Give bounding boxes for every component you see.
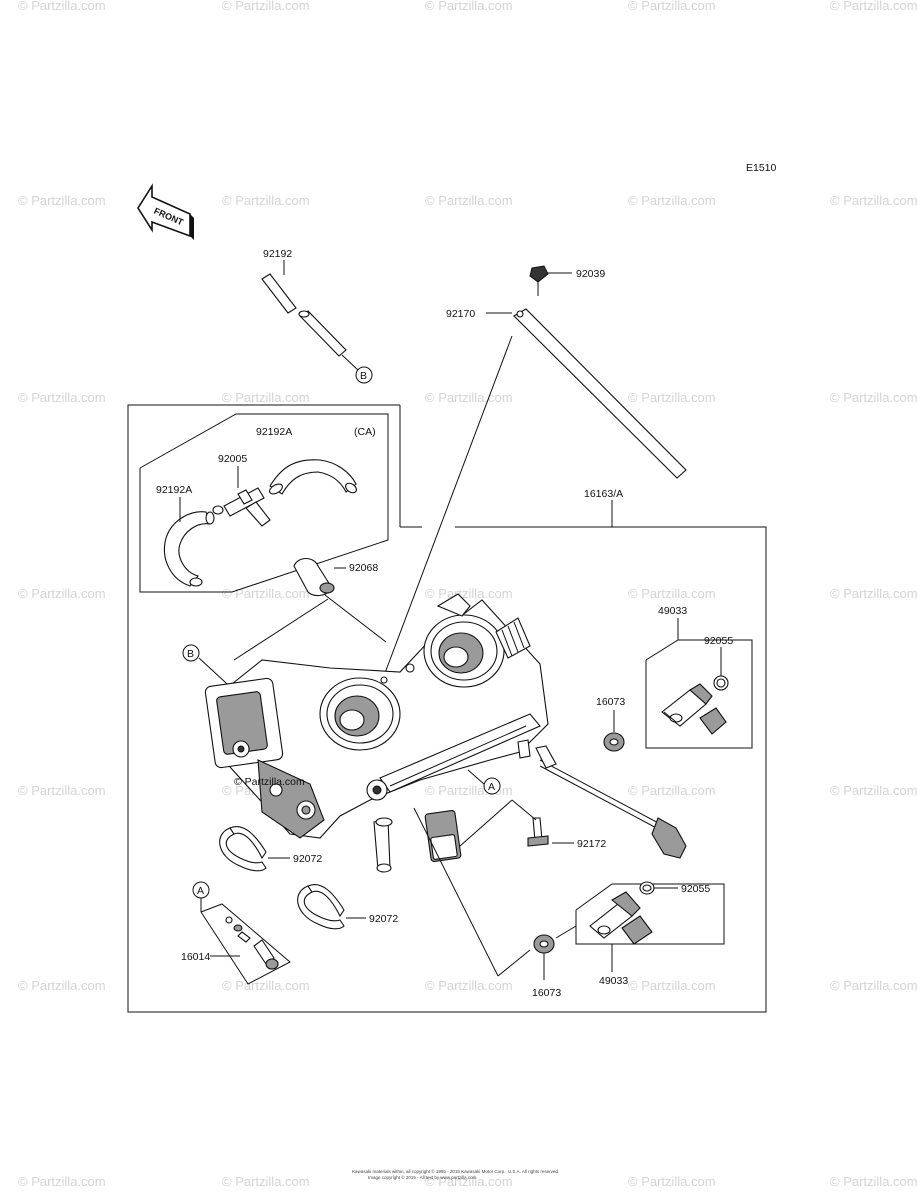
leader-line (413, 807, 499, 977)
part-label-92192: 92192 (263, 248, 292, 260)
watermark: © Partzilla.com (18, 586, 106, 601)
watermark: © Partzilla.com (18, 0, 106, 13)
watermark: © Partzilla.com (830, 0, 917, 13)
ref-marker-a-label: A (197, 885, 204, 897)
clamp-92072-a (219, 826, 290, 872)
watermark: © Partzilla.com (628, 978, 716, 993)
injector-bottom (589, 881, 678, 972)
injector-frame-bottom (575, 883, 725, 945)
part-label-92055-bot: 92055 (681, 883, 710, 895)
watermark: © Partzilla.com (628, 1174, 716, 1189)
watermark: © Partzilla.com (425, 978, 513, 993)
part-label-16014: 16014 (181, 951, 210, 963)
ref-marker-a-body-label: A (488, 781, 495, 793)
watermark: © Partzilla.com (628, 0, 716, 13)
cap-92068 (233, 557, 387, 661)
washer-16073-bot (533, 934, 555, 980)
ca-hoses (163, 459, 357, 587)
watermark: © Partzilla.com (18, 390, 106, 405)
part-label-16073-top: 16073 (596, 696, 625, 708)
washer-16073-top (603, 710, 625, 752)
part-label-92072-b: 92072 (369, 913, 398, 925)
part-label-92172: 92172 (577, 838, 606, 850)
part-label-92192A-left: 92192A (156, 484, 192, 496)
part-label-92170: 92170 (446, 308, 475, 320)
watermark: © Partzilla.com (18, 193, 106, 208)
part-label-92192A-top: 92192A (256, 426, 292, 438)
injector-frame-top (645, 639, 753, 749)
bolt-92039 (529, 265, 572, 296)
watermark: © Partzilla.com (425, 586, 513, 601)
watermark: © Partzilla.com (628, 390, 716, 405)
watermark: © Partzilla.com (222, 0, 310, 13)
screw-92172 (459, 799, 574, 847)
watermark: © Partzilla.com (830, 390, 917, 405)
watermark-inline: © Partzilla.com (234, 776, 305, 788)
screw-set-frame (200, 903, 291, 985)
watermark: © Partzilla.com (222, 1174, 310, 1189)
watermark: © Partzilla.com (830, 586, 917, 601)
injector-top (661, 647, 729, 735)
ca-hose-frame (139, 413, 389, 593)
watermark: © Partzilla.com (830, 978, 917, 993)
watermark: © Partzilla.com (425, 1174, 513, 1189)
watermark: © Partzilla.com (425, 0, 513, 13)
watermark-layer: © Partzilla.com © Partzilla.com © Partzi… (18, 0, 917, 1189)
clamp-92072-b (297, 884, 366, 930)
watermark: © Partzilla.com (222, 978, 310, 993)
watermark: © Partzilla.com (222, 390, 310, 405)
watermark: © Partzilla.com (830, 193, 917, 208)
ref-marker-b-label: B (360, 370, 367, 382)
watermark: © Partzilla.com (222, 193, 310, 208)
strap-92170 (384, 308, 687, 674)
part-label-49033-top: 49033 (658, 605, 687, 617)
ref-marker-b (355, 366, 373, 384)
watermark: © Partzilla.com (830, 783, 917, 798)
variant-note: (CA) (354, 426, 376, 438)
assembly-frame (127, 404, 767, 1013)
hose-92192: B (261, 260, 373, 384)
watermark: © Partzilla.com (425, 390, 513, 405)
screw-set-16014 (225, 916, 279, 970)
footer-line-1: Kawasaki materials within, all copyright… (352, 1168, 559, 1174)
part-label-92055-top: 92055 (704, 635, 733, 647)
watermark: © Partzilla.com (425, 193, 513, 208)
watermark: © Partzilla.com (628, 783, 716, 798)
ref-marker-b-assembly-label: B (187, 648, 194, 660)
ref-marker-a-body (483, 777, 501, 795)
watermark: © Partzilla.com (628, 586, 716, 601)
ref-marker-b-assembly (182, 644, 200, 662)
watermark: © Partzilla.com (628, 193, 716, 208)
watermark: © Partzilla.com (222, 586, 310, 601)
part-label-92068: 92068 (349, 562, 378, 574)
watermark: © Partzilla.com (18, 978, 106, 993)
part-label-49033-bot: 49033 (599, 975, 628, 987)
part-label-92039: 92039 (576, 268, 605, 280)
throttle-body (204, 593, 687, 873)
watermark: © Partzilla.com (18, 1174, 106, 1189)
part-label-16163A: 16163/A (584, 488, 623, 500)
watermark: © Partzilla.com (18, 783, 106, 798)
part-label-92005: 92005 (218, 453, 247, 465)
part-label-16073-bot: 16073 (532, 987, 561, 999)
part-label-92072-a: 92072 (293, 853, 322, 865)
front-arrow-icon: FRONT (137, 183, 194, 240)
watermark: © Partzilla.com (830, 1174, 917, 1189)
diagram-code: E1510 (746, 162, 777, 174)
footer-line-2: Image copyright © 2015 - All text by www… (368, 1174, 477, 1180)
